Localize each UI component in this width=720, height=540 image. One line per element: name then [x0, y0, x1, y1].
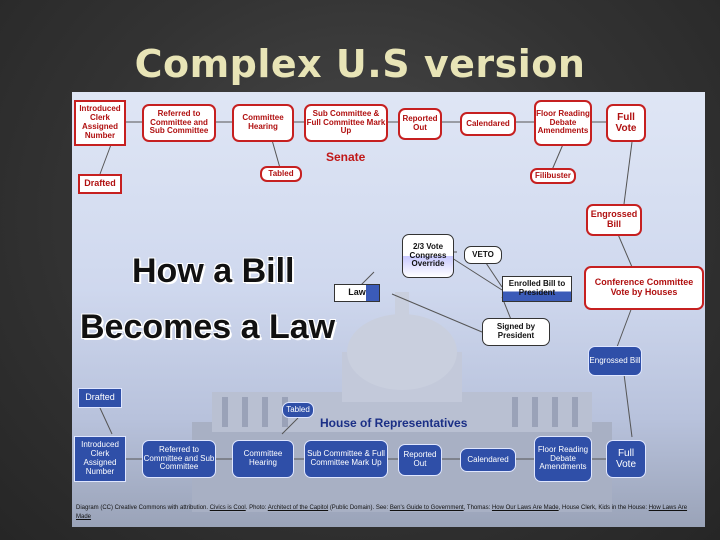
senate-drafted: Drafted	[78, 174, 122, 194]
veto-box: VETO	[464, 246, 502, 264]
senate-step-markup: Sub Committee & Full Committee Mark Up	[304, 104, 388, 142]
house-label: House of Representatives	[320, 416, 468, 430]
house-step-hearing: Committee Hearing	[232, 440, 294, 478]
engrossed-bill-house: Engrossed Bill	[588, 346, 642, 376]
house-step-full-vote: Full Vote	[606, 440, 646, 478]
footer-text: Diagram (CC) Creative Commons with attri…	[76, 505, 209, 511]
senate-step-full-vote: Full Vote	[606, 104, 646, 142]
footer-link-civics[interactable]: Civics is Cool	[209, 505, 246, 511]
headline-line2: Becomes a Law	[80, 308, 336, 346]
attribution-footer: Diagram (CC) Creative Commons with attri…	[76, 504, 700, 522]
senate-label: Senate	[326, 150, 366, 164]
engrossed-bill-senate: Engrossed Bill	[586, 204, 642, 236]
senate-step-hearing: Committee Hearing	[232, 104, 294, 142]
senate-step-floor: Floor Reading Debate Amendments	[534, 100, 592, 146]
senate-step-referred: Referred to Committee and Sub Committee	[142, 104, 216, 142]
footer-text: . Photo:	[245, 505, 267, 511]
conference-committee: Conference Committee Vote by Houses	[584, 266, 704, 310]
footer-link-architect[interactable]: Architect of the Capitol	[267, 505, 329, 511]
senate-filibuster: Filibuster	[530, 168, 576, 184]
house-step-referred: Referred to Committee and Sub Committee	[142, 440, 216, 478]
house-step-calendared: Calendared	[460, 448, 516, 472]
senate-step-introduced: Introduced Clerk Assigned Number	[74, 100, 126, 146]
headline-line1: How a Bill	[132, 252, 295, 290]
house-step-floor: Floor Reading Debate Amendments	[534, 436, 592, 482]
enrolled-bill: Enrolled Bill to President	[502, 276, 572, 302]
house-step-introduced: Introduced Clerk Assigned Number	[74, 436, 126, 482]
slide-title: Complex U.S version	[134, 42, 586, 86]
house-drafted: Drafted	[78, 388, 122, 408]
signed-by-president: Signed by President	[482, 318, 550, 346]
senate-tabled: Tabled	[260, 166, 302, 182]
flow-connector-lines	[99, 121, 633, 460]
footer-link-bens-guide[interactable]: Ben's Guide to Government	[389, 505, 464, 511]
house-step-markup: Sub Committee & Full Committee Mark Up	[304, 440, 388, 478]
footer-link-thomas[interactable]: How Our Laws Are Made	[491, 505, 559, 511]
footer-text: (Public Domain). See:	[329, 505, 389, 511]
footer-text: , Thomas:	[463, 505, 491, 511]
house-tabled: Tabled	[282, 402, 314, 418]
diagram-image: Introduced Clerk Assigned Number Referre…	[72, 92, 705, 527]
senate-step-reported-out: Reported Out	[398, 108, 442, 140]
law-box: Law	[334, 284, 380, 302]
senate-step-calendared: Calendared	[460, 112, 516, 136]
footer-text: , House Clerk, Kids in the House:	[558, 505, 648, 511]
footer-link-house-clerk[interactable]: How Laws Are Made	[76, 505, 688, 520]
house-step-reported-out: Reported Out	[398, 444, 442, 476]
congress-override: 2/3 Vote Congress Override	[402, 234, 454, 278]
